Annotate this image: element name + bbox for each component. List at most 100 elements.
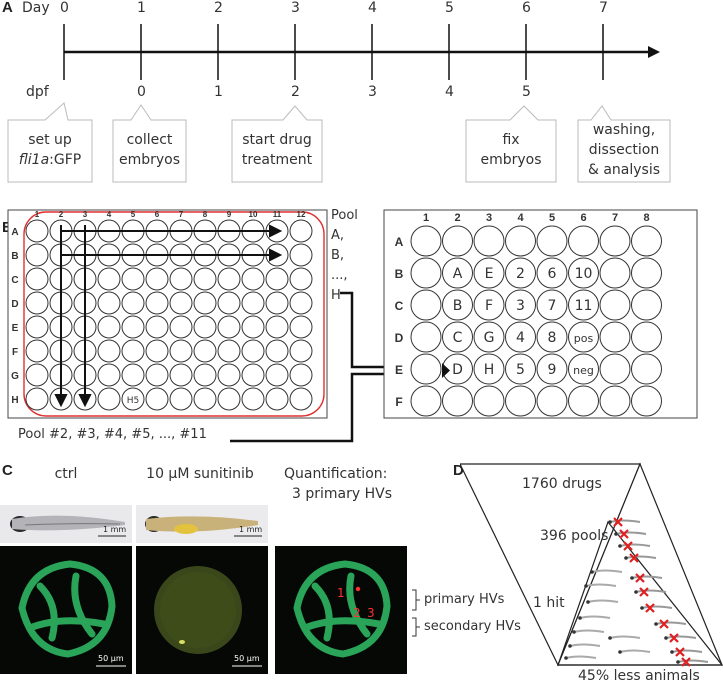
red-x-icon xyxy=(635,573,645,583)
well-48-B3 xyxy=(473,257,505,289)
day-tick-3: 3 xyxy=(291,0,300,16)
callout-start-drug-line2: treatment xyxy=(241,152,313,168)
dpf-tick-2: 2 xyxy=(291,84,300,100)
well-48-label-D5: 8 xyxy=(548,330,557,346)
well-96-F5 xyxy=(121,339,145,363)
well-48-D3 xyxy=(473,321,505,353)
larva-icon xyxy=(654,619,687,629)
day-axis-label: Day xyxy=(22,0,50,16)
larva-icon xyxy=(618,541,651,551)
well-96-E10 xyxy=(241,315,265,339)
sunitinib-larva-photo: 1 mm xyxy=(136,505,268,543)
well-96-C9 xyxy=(217,267,241,291)
well-48-A6 xyxy=(568,225,599,257)
larva-icon xyxy=(676,657,709,667)
larva-icon xyxy=(634,587,667,597)
well-96-E4 xyxy=(97,315,121,339)
row-96-label: H xyxy=(11,395,18,406)
row-96-label: F xyxy=(12,347,18,358)
well-48-B7 xyxy=(599,257,631,289)
larva-icon xyxy=(614,529,647,539)
well-96-D11 xyxy=(265,291,289,315)
well-96-C7 xyxy=(169,267,193,291)
ctrl-title: ctrl xyxy=(54,466,78,482)
well-48-C3 xyxy=(473,289,505,321)
well-48-E8 xyxy=(631,353,662,385)
sunitinib-hv-scale-label: 50 µm xyxy=(234,654,260,663)
pool-ellipsis: ..., xyxy=(331,268,348,283)
larva-icon xyxy=(618,649,651,654)
well-48-D6 xyxy=(568,321,599,353)
well-96-H5 xyxy=(121,387,145,411)
larva-icon xyxy=(608,635,641,640)
red-x-icon xyxy=(613,517,623,527)
callout-box-2 xyxy=(231,105,323,183)
well-96-C10 xyxy=(241,267,265,291)
pool-word: Pool xyxy=(331,208,358,223)
well-48-A3 xyxy=(473,225,505,257)
callout-fix: fix embryos xyxy=(466,130,556,170)
col-48-label: 6 xyxy=(580,212,586,224)
col-48-label: 2 xyxy=(454,212,460,224)
well-48-label-E5: 9 xyxy=(548,362,557,378)
well-48-F2 xyxy=(442,385,473,417)
well-48-label-D4: 4 xyxy=(516,330,525,346)
red-x-icon xyxy=(675,647,685,657)
larva-icon xyxy=(608,517,641,527)
larva-icon xyxy=(568,643,601,648)
well-48-C1 xyxy=(410,289,442,321)
day-tick-6: 6 xyxy=(522,0,531,16)
larva-icon xyxy=(572,629,605,634)
red-x-icon xyxy=(619,529,629,539)
well-96-F10 xyxy=(241,339,265,363)
pool-h: H xyxy=(331,288,341,303)
col-96-label: 4 xyxy=(107,210,112,219)
callout-washing-line3: & analysis xyxy=(587,162,661,178)
dpf-tick-4: 4 xyxy=(445,84,454,100)
well-48-F8 xyxy=(631,385,662,417)
primary-hvs-label: primary HVs xyxy=(424,592,505,607)
level-pools: 396 pools xyxy=(540,528,609,544)
red-x-icon xyxy=(629,553,639,563)
row-48-label: A xyxy=(395,235,404,249)
red-x-icon xyxy=(659,619,669,629)
sunitinib-title: 10 µM sunitinib xyxy=(146,466,254,482)
well-48-C6 xyxy=(568,289,599,321)
well-48-label-C4: 3 xyxy=(516,298,525,314)
row-96-label: E xyxy=(12,323,19,334)
well-48-label-B2: A xyxy=(453,266,463,282)
well-96-F7 xyxy=(169,339,193,363)
larva-icon xyxy=(586,599,619,604)
sunitinib-hv-svg xyxy=(154,566,262,667)
col-96-label: 2 xyxy=(59,210,64,219)
panel-b-label: B xyxy=(2,219,13,236)
col-48-label: 8 xyxy=(643,212,649,224)
day-tick-2: 2 xyxy=(214,0,223,16)
well-96-H8 xyxy=(193,387,217,411)
well-48-label-E3: H xyxy=(484,362,495,378)
well-48-E5 xyxy=(536,353,568,385)
well-48-label-B6: 10 xyxy=(575,266,593,282)
well-48-A5 xyxy=(536,225,568,257)
plate-48-wells xyxy=(410,225,662,417)
row-96-label: C xyxy=(11,275,18,286)
well-96-H12 xyxy=(289,387,313,411)
callout-box-4 xyxy=(577,105,671,183)
well-96-F12 xyxy=(289,339,313,363)
sunitinib-hv-image: 50 µm xyxy=(136,546,268,674)
well-96-D7 xyxy=(169,291,193,315)
quant-hv-image: 1 2 3 xyxy=(275,546,407,674)
well-96-F6 xyxy=(145,339,169,363)
well-96-G8 xyxy=(193,363,217,387)
well-48-D7 xyxy=(599,321,631,353)
ctrl-hv-scale-label: 50 µm xyxy=(98,654,124,663)
callout-collect: collect embryos xyxy=(113,130,186,170)
callout-fix-line2: embryos xyxy=(480,152,542,168)
pool-a: A, xyxy=(331,228,345,243)
well-48-E3 xyxy=(473,353,505,385)
panel-a-label: A xyxy=(2,0,13,16)
well-96-G7 xyxy=(169,363,193,387)
well-48-B4 xyxy=(505,257,536,289)
callout-setup-line1: set up xyxy=(28,132,72,148)
